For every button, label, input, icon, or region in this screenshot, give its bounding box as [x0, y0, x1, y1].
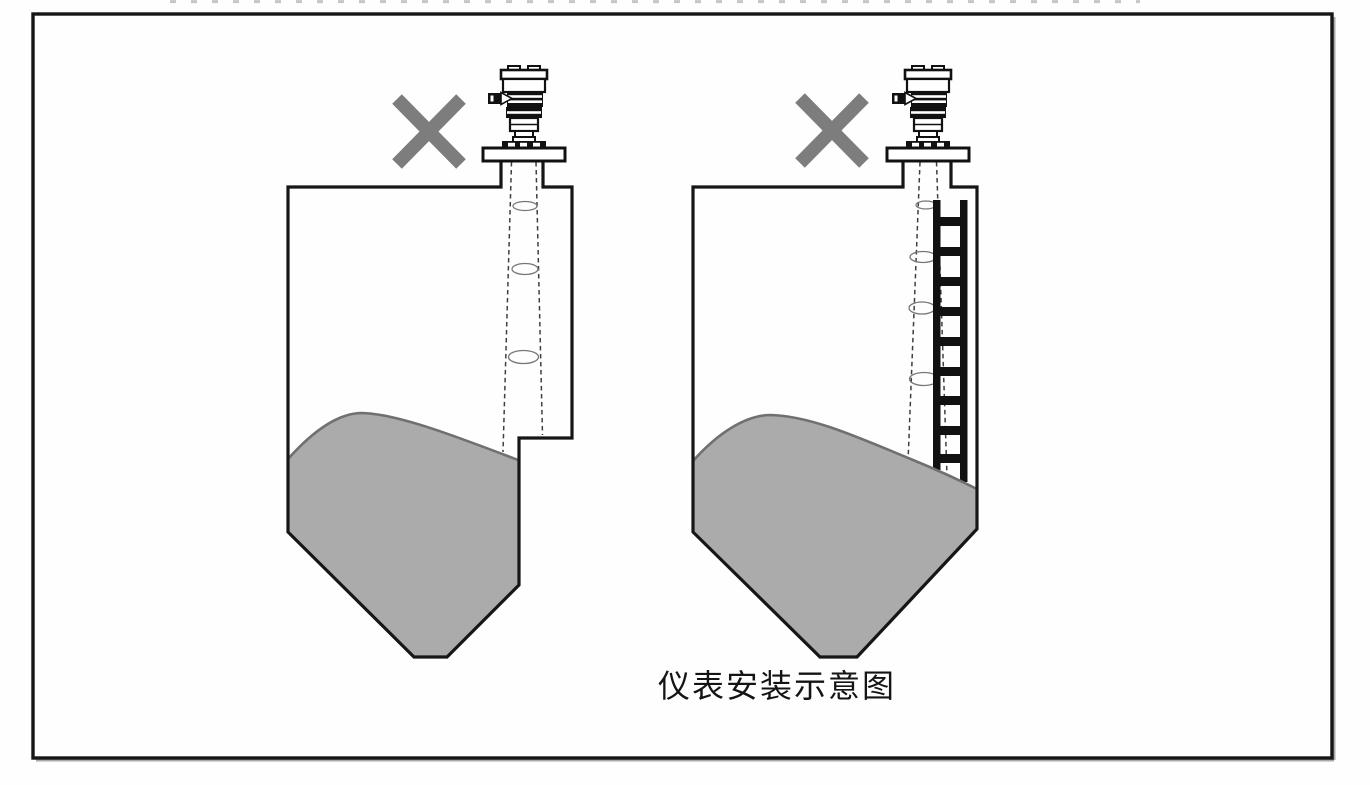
beam-ring	[507, 349, 540, 365]
incorrect-cross-icon	[795, 93, 869, 168]
material-surface	[287, 411, 519, 462]
beam-ring	[908, 301, 934, 315]
radar-level-transmitter	[885, 64, 971, 163]
beam-ring	[512, 200, 538, 212]
figure-border	[31, 12, 1334, 760]
radar-beam	[502, 161, 544, 453]
material-heap	[692, 413, 978, 656]
radar-level-transmitter	[481, 64, 567, 163]
figure-caption: 仪表安装示意图	[658, 668, 897, 704]
panel-right	[691, 64, 979, 659]
ladder	[933, 200, 968, 482]
beam-ring	[915, 200, 934, 210]
tank-outline	[286, 161, 574, 659]
material-heap	[287, 411, 519, 656]
material-surface	[692, 413, 978, 491]
tank-outline	[691, 161, 979, 659]
beam-ring	[908, 371, 934, 387]
incorrect-cross-icon	[392, 94, 466, 169]
beam-ring	[909, 250, 934, 264]
beam-ring	[511, 262, 539, 276]
panel-left	[286, 64, 574, 659]
